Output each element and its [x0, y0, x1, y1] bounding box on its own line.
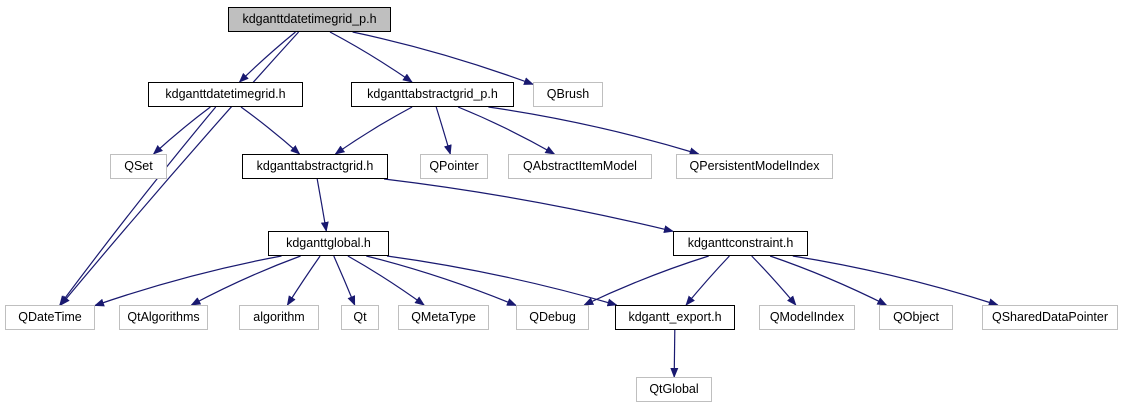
edge-abstractgrid_p-to-qpersistentmodelindex — [488, 106, 700, 156]
edge-export-to-qtglobal — [670, 329, 679, 378]
edge-root-to-qbrush — [352, 31, 534, 85]
edge-global-to-qdebug — [366, 255, 517, 306]
edge-global-to-qt — [333, 255, 356, 306]
edge-constraint-to-qobject — [769, 255, 888, 306]
edge-abstractgrid-to-global — [316, 178, 329, 232]
node-qpointer: QPointer — [420, 154, 488, 179]
node-algorithm: algorithm — [239, 305, 319, 330]
edge-constraint-to-qshareddatapointer — [792, 255, 999, 307]
edge-global-to-qdatetime — [94, 255, 282, 307]
edge-root-to-datetimegrid — [238, 31, 296, 83]
node-qobject: QObject — [879, 305, 953, 330]
edge-constraint-to-export — [685, 255, 730, 306]
edge-datetimegrid-to-qset — [152, 106, 211, 155]
edge-root-to-abstractgrid_p — [329, 31, 413, 83]
edge-constraint-to-qdebug — [583, 255, 709, 306]
node-qpersistentmodelindex: QPersistentModelIndex — [676, 154, 833, 179]
edge-datetimegrid-to-abstractgrid — [240, 106, 301, 155]
edge-global-to-qtalgorithms — [190, 255, 301, 306]
edge-constraint-to-qmodelindex — [751, 255, 797, 306]
node-kdganttglobal-h[interactable]: kdganttglobal.h — [268, 231, 389, 256]
edge-abstractgrid_p-to-qabstractitemmodel — [457, 106, 556, 155]
node-qbrush: QBrush — [533, 82, 603, 107]
edge-abstractgrid_p-to-qpointer — [435, 106, 452, 155]
node-qtglobal: QtGlobal — [636, 377, 712, 402]
node-kdganttconstraint-h[interactable]: kdganttconstraint.h — [673, 231, 808, 256]
node-qt: Qt — [341, 305, 379, 330]
node-kdganttabstractgrid-h[interactable]: kdganttabstractgrid.h — [242, 154, 388, 179]
node-qdebug: QDebug — [516, 305, 589, 330]
edge-global-to-export — [386, 255, 618, 307]
node-kdganttabstractgrid-p-h[interactable]: kdganttabstractgrid_p.h — [351, 82, 514, 107]
edge-global-to-qmetatype — [347, 255, 425, 306]
edge-global-to-algorithm — [286, 255, 321, 306]
edge-abstractgrid-to-constraint — [384, 178, 674, 234]
node-qtalgorithms: QtAlgorithms — [119, 305, 208, 330]
node-kdgantt-export-h[interactable]: kdgantt_export.h — [615, 305, 735, 330]
node-qmodelindex: QModelIndex — [759, 305, 855, 330]
node-qshareddatapointer: QSharedDataPointer — [982, 305, 1118, 330]
edge-datetimegrid-to-qdatetime — [59, 106, 217, 306]
node-qabstractitemmodel: QAbstractItemModel — [508, 154, 652, 179]
node-kdganttdatetimegrid-h[interactable]: kdganttdatetimegrid.h — [148, 82, 303, 107]
node-qdatetime: QDateTime — [5, 305, 95, 330]
node-kdganttdatetimegrid-p-h[interactable]: kdganttdatetimegrid_p.h — [228, 7, 391, 32]
node-qset: QSet — [110, 154, 167, 179]
node-qmetatype: QMetaType — [398, 305, 489, 330]
edge-abstractgrid_p-to-abstractgrid — [334, 106, 413, 155]
